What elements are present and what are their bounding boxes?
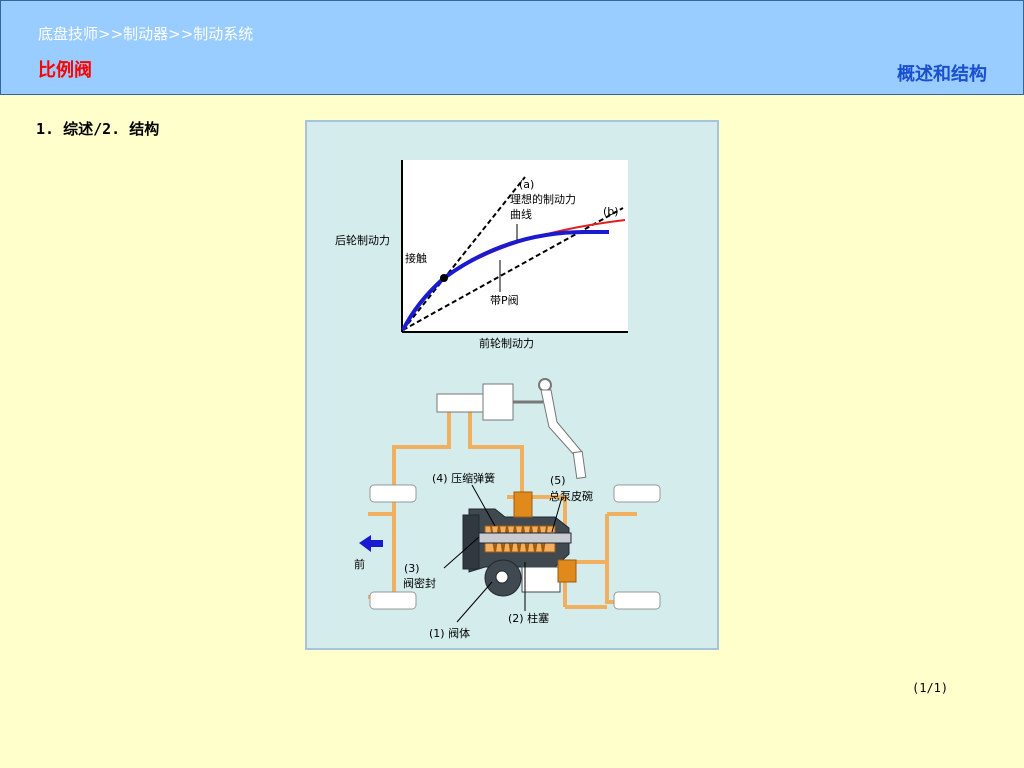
figure-panel: (a) 理想的制动力 曲线 (b) 接触 带P阀 后轮制动力 前轮制动力 — [305, 120, 719, 650]
valve-end-cap — [462, 514, 480, 570]
valve-chamber — [521, 566, 561, 593]
inlet-fitting — [513, 491, 533, 518]
ideal-curve-label-2: 曲线 — [510, 207, 532, 221]
front-label: 前 — [354, 557, 365, 571]
outline-heading: 1. 综述/2. 结构 — [36, 120, 160, 138]
valve-port — [495, 570, 509, 584]
p-valve-label: 带P阀 — [490, 293, 519, 307]
y-axis-label: 后轮制动力 — [335, 233, 390, 247]
contact-label: 接触 — [405, 251, 427, 265]
label-valve-body: (1) 阀体 — [429, 626, 470, 640]
label-master-cup: 总泵皮碗 — [549, 489, 593, 503]
page-title: 比例阀 — [38, 60, 92, 81]
label-plunger: (2) 柱塞 — [508, 611, 549, 625]
page-number: (1/1) — [912, 681, 949, 695]
wheel-rear-right — [613, 591, 661, 610]
ideal-brake-curve — [401, 230, 609, 331]
brake-pedal-arm — [540, 389, 583, 457]
plunger — [478, 532, 572, 544]
front-arrow-icon — [359, 535, 383, 552]
leader-lines — [443, 484, 563, 623]
label-valve-seal-num: (3) — [404, 562, 420, 575]
line-b — [402, 207, 624, 331]
brake-force-graph: (a) 理想的制动力 曲线 (b) 接触 带P阀 后轮制动力 前轮制动力 — [335, 160, 628, 350]
label-valve-seal: 阀密封 — [403, 576, 436, 590]
header-bar: 底盘技师>>制动器>>制动系统 比例阀 概述和结构 — [0, 0, 1024, 95]
brake-pedal-pad — [572, 450, 587, 479]
wheel-front-right — [613, 484, 661, 503]
wheel-front-left — [369, 484, 417, 503]
line-a — [402, 176, 526, 331]
proportioning-valve-figure: (a) 理想的制动力 曲线 (b) 接触 带P阀 后轮制动力 前轮制动力 — [335, 160, 661, 640]
booster — [482, 383, 514, 421]
label-compression-spring: (4) 压缩弹簧 — [432, 471, 495, 485]
section-title: 概述和结构 — [897, 64, 987, 85]
pedal-pivot — [538, 378, 552, 392]
valve-mechanism: (4) 压缩弹簧 (5) 总泵皮碗 前 (3) 阀密封 (2) 柱塞 (1) 阀… — [354, 378, 661, 640]
contact-point — [440, 274, 448, 282]
x-axis-label: 前轮制动力 — [479, 336, 534, 350]
outlet-fitting — [557, 559, 577, 583]
wheel-rear-left — [369, 591, 417, 610]
breadcrumb: 底盘技师>>制动器>>制动系统 — [38, 25, 254, 43]
ideal-curve-label: 理想的制动力 — [510, 192, 576, 206]
master-cylinder — [436, 393, 488, 413]
label-master-cup-num: (5) — [550, 474, 566, 487]
line-a-label: (a) — [519, 178, 534, 191]
line-b-label: (b) — [603, 205, 619, 218]
